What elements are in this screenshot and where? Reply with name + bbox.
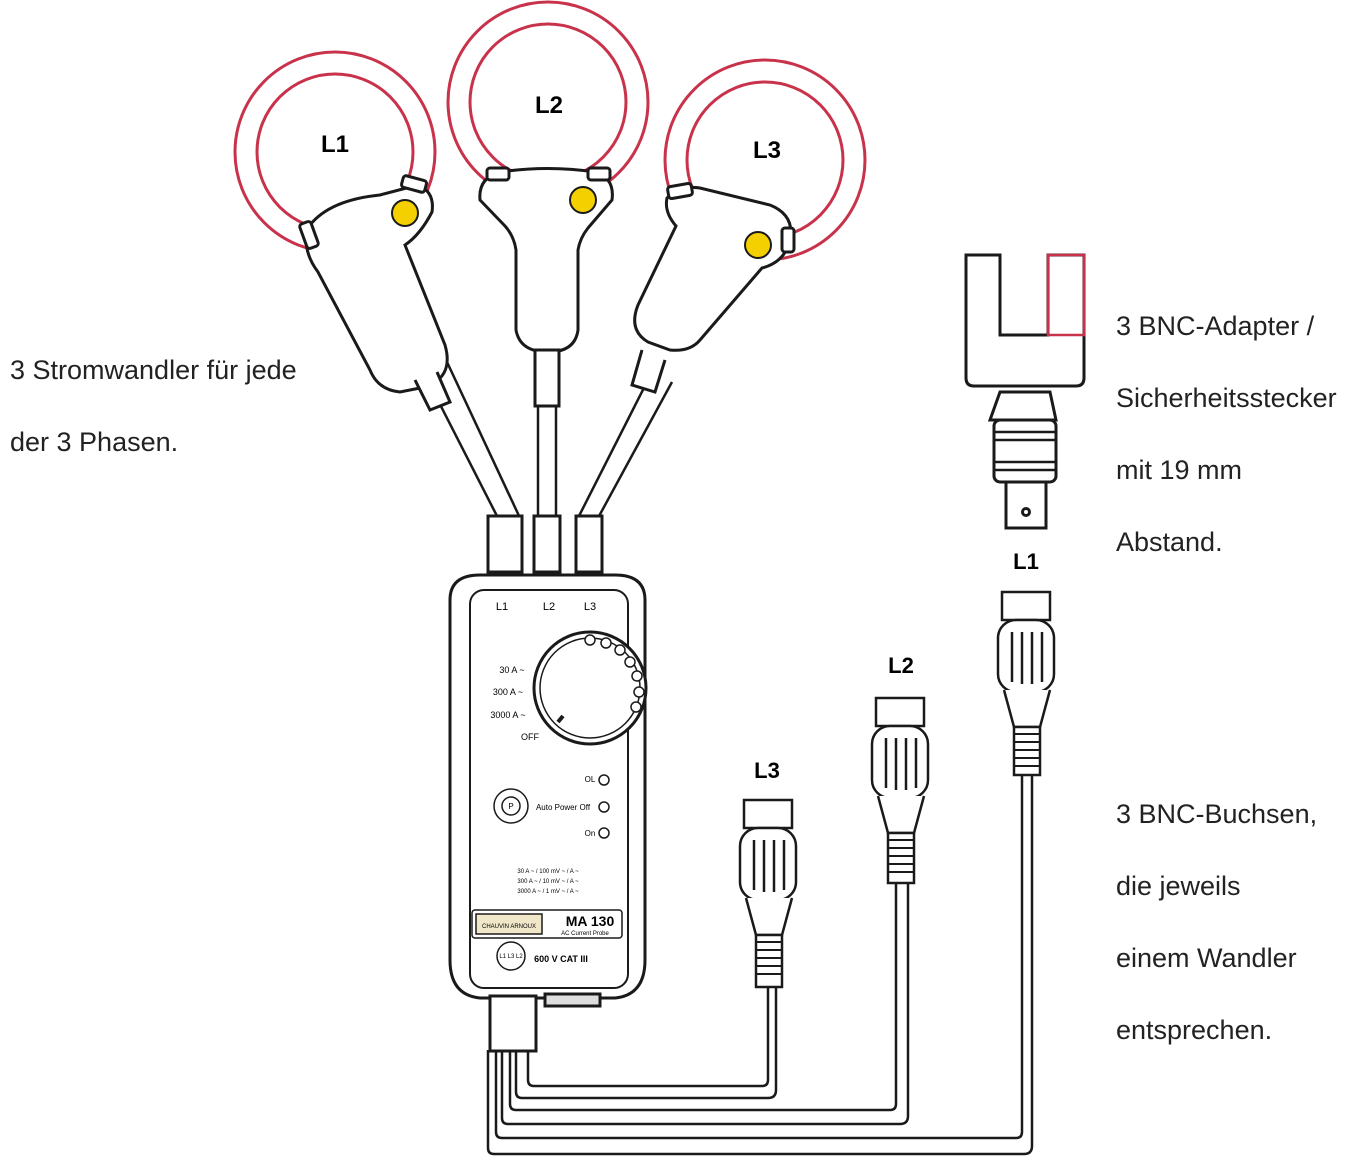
connector-l1-label: L1 (1013, 549, 1039, 574)
power-symbol: P (508, 802, 513, 811)
coil-l1-label: L1 (321, 131, 349, 158)
left-note: 3 Stromwandler für jede der 3 Phasen. (10, 316, 297, 496)
bnc-adapter (964, 253, 1086, 530)
head-cables (423, 361, 674, 519)
auto-power-off-led (598, 801, 610, 813)
adapter-note: 3 BNC-Adapter / Sicherheitsstecker mit 1… (1116, 272, 1337, 596)
model-sub-label: AC Current Probe (561, 931, 609, 937)
phase-symbol (496, 941, 526, 971)
button-l3 (744, 231, 772, 259)
adapter-note-line-1: 3 BNC-Adapter / (1116, 311, 1315, 341)
coil-l3-label: L3 (753, 137, 781, 164)
auto-power-off-label: Auto Power Off (536, 803, 591, 812)
head-l2 (478, 166, 614, 408)
range-30a: 30 A ~ (499, 665, 524, 675)
connector-l2-label: L2 (888, 653, 914, 678)
brand-logo: CHAUVIN ARNOUX (482, 924, 536, 930)
ol-led (598, 774, 610, 786)
bnc-note-line-1: 3 BNC-Buchsen, (1116, 799, 1318, 829)
adapter-note-line-2: Sicherheitsstecker (1116, 383, 1337, 413)
range-off: OFF (521, 732, 539, 742)
spec-line-3: 3000 A ~ / 1 mV ~ / A ~ (517, 889, 579, 895)
range-3000a: 3000 A ~ (490, 710, 525, 720)
bnc-note-line-4: entsprechen. (1116, 1015, 1273, 1045)
spec-line-2: 300 A ~ / 10 mV ~ / A ~ (517, 879, 579, 885)
spec-line-1: 30 A ~ / 100 mV ~ / A ~ (517, 869, 579, 875)
model-label: MA 130 (566, 913, 615, 929)
bnc-connector-l3 (738, 798, 798, 989)
button-l2 (569, 186, 597, 214)
brand-plate (471, 909, 623, 939)
left-note-line-1: 3 Stromwandler für jede (10, 355, 297, 385)
bnc-note-line-2: die jeweils (1116, 871, 1241, 901)
on-label: On (585, 829, 596, 838)
device-label-l2: L2 (543, 601, 555, 613)
bnc-connector-l1 (996, 590, 1056, 777)
adapter-note-line-4: Abstand. (1116, 527, 1223, 557)
rating-label: 600 V CAT III (534, 954, 588, 964)
output-cables (486, 770, 1034, 1156)
phase-symbol-text: L1 L3 L2 (499, 954, 523, 960)
bnc-note-line-3: einem Wandler (1116, 943, 1297, 973)
button-l1 (391, 199, 419, 227)
connector-l3-label: L3 (754, 758, 780, 783)
device-body (448, 514, 647, 1053)
bnc-note: 3 BNC-Buchsen, die jeweils einem Wandler… (1116, 760, 1317, 1084)
on-led (598, 827, 610, 839)
head-l3 (630, 181, 796, 394)
left-note-line-2: der 3 Phasen. (10, 427, 179, 457)
range-300a: 300 A ~ (493, 687, 523, 697)
range-dial[interactable] (532, 630, 648, 746)
device-label-l3: L3 (584, 601, 596, 613)
head-l1 (298, 174, 452, 412)
device-label-l1: L1 (496, 601, 508, 613)
adapter-note-line-3: mit 19 mm (1116, 455, 1243, 485)
coil-l2-label: L2 (535, 92, 563, 119)
bnc-connector-l2 (870, 696, 930, 885)
ol-label: OL (585, 775, 596, 784)
